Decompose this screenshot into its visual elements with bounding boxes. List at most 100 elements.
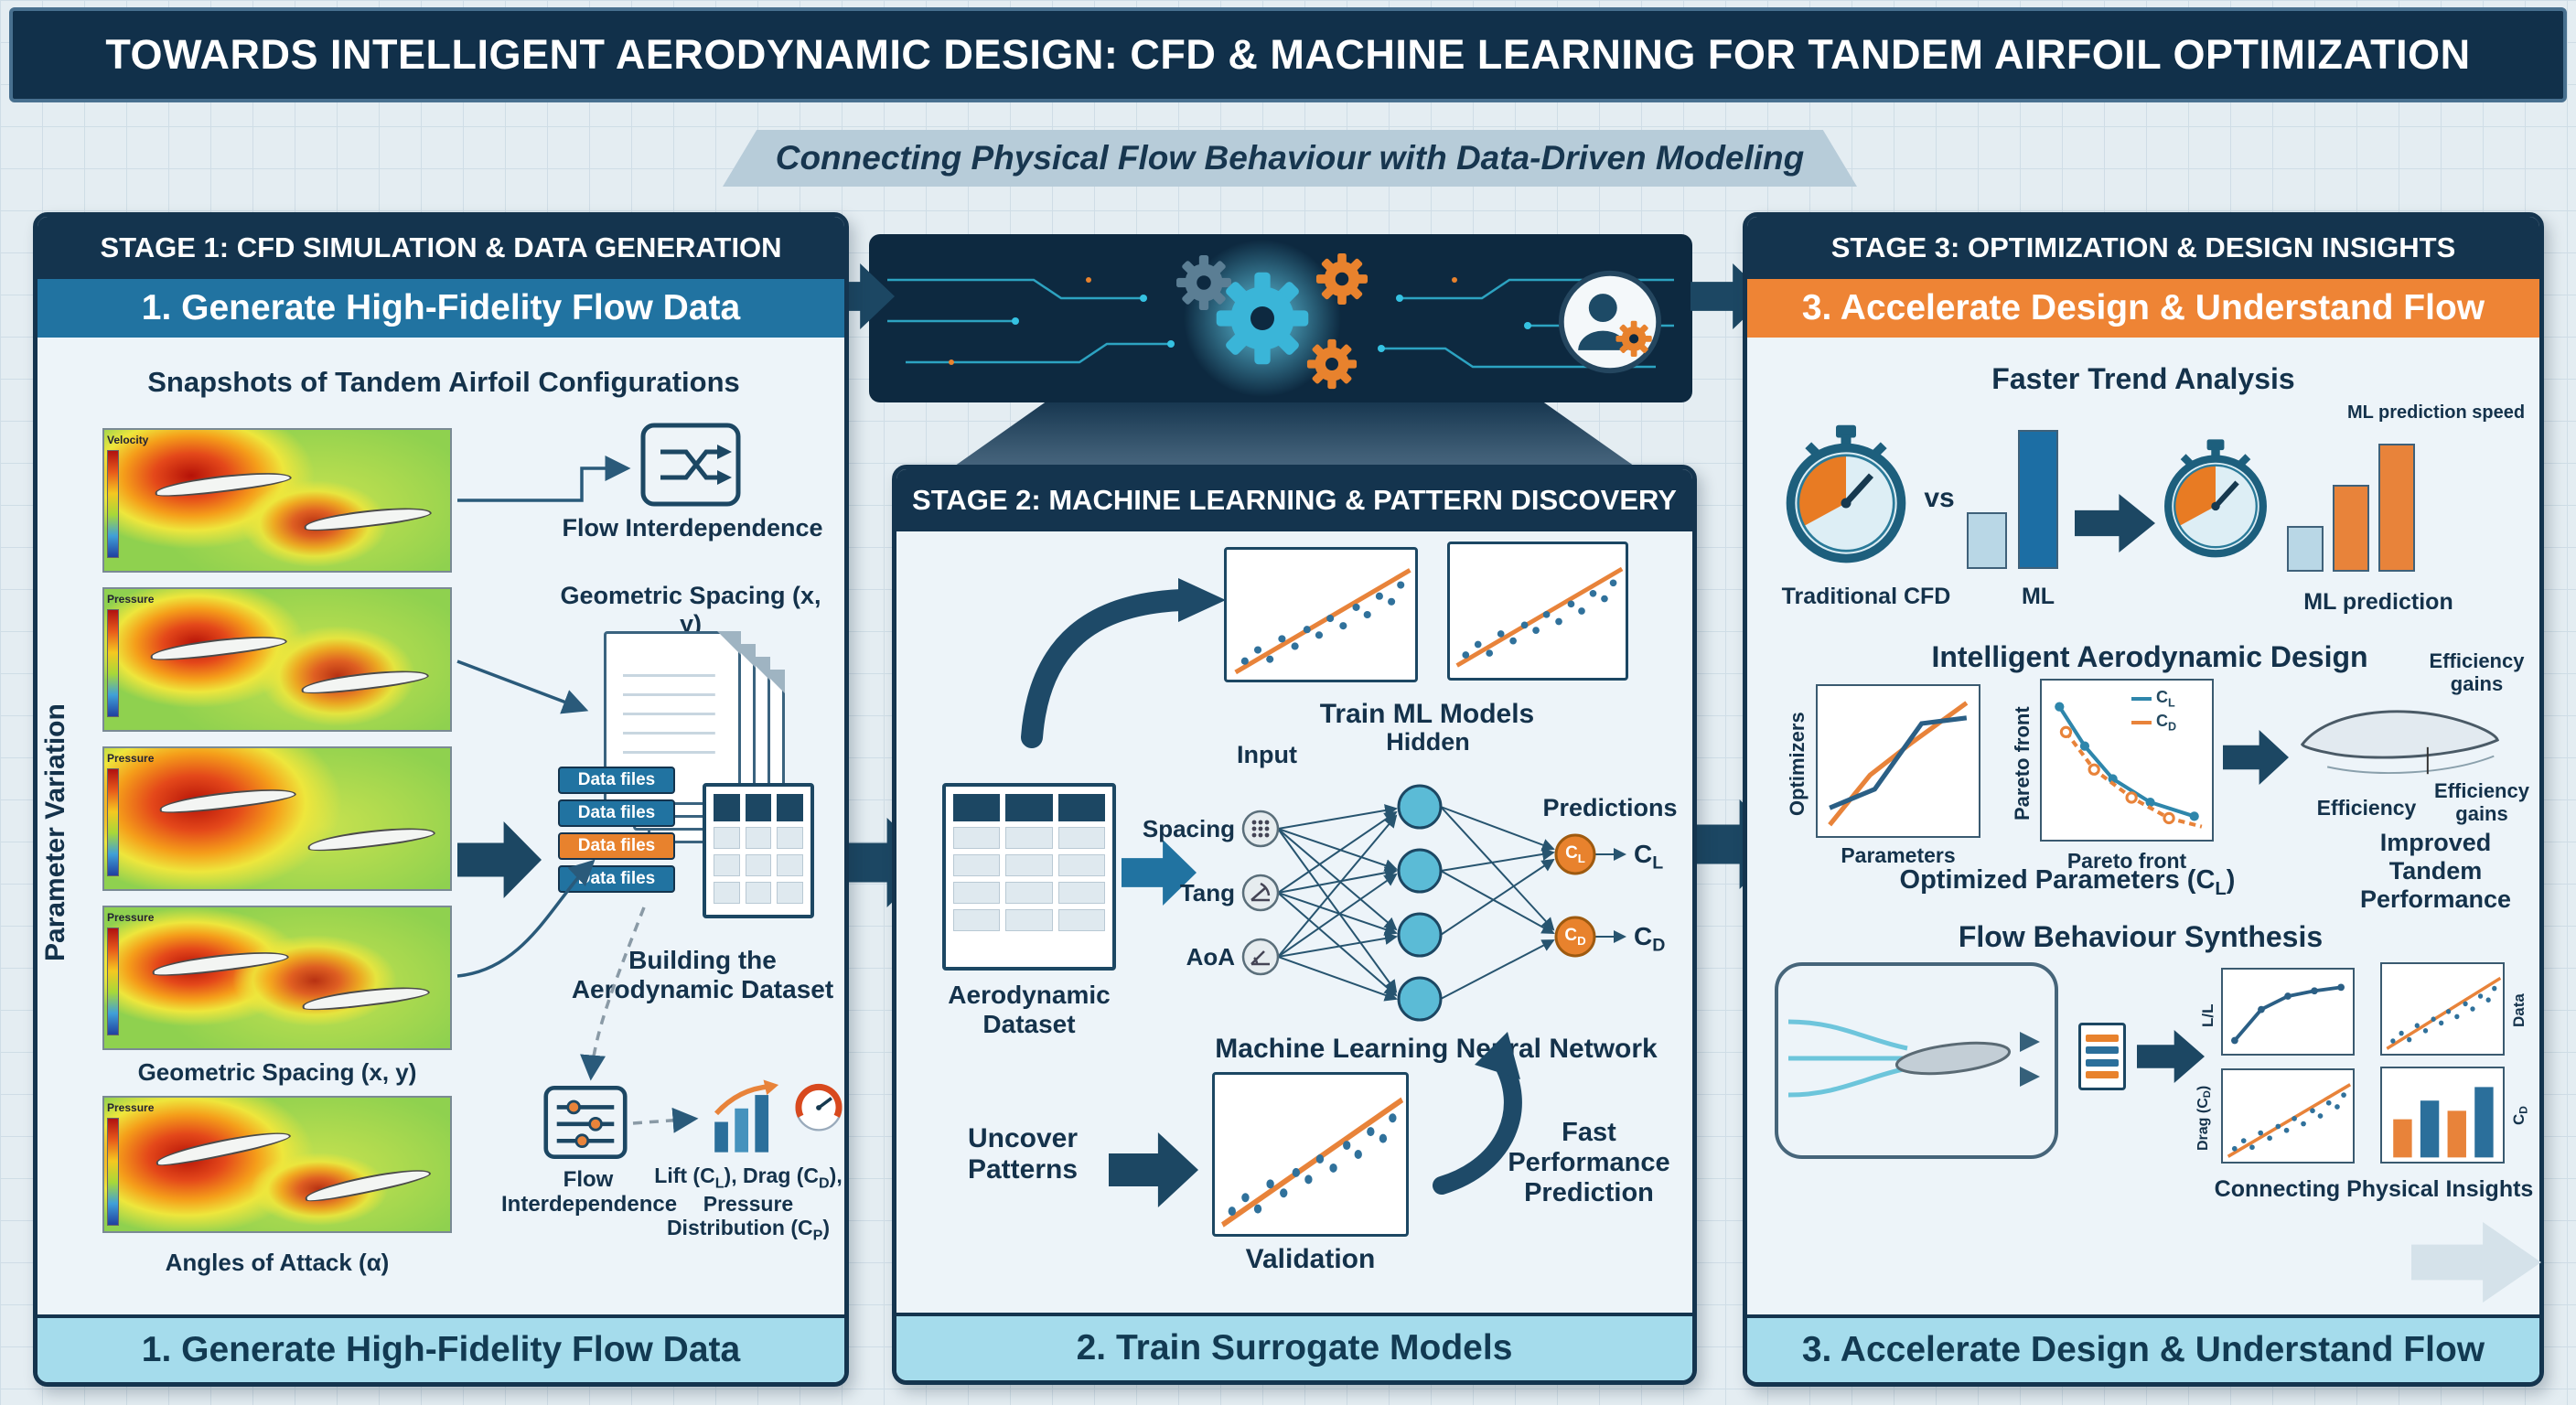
train-scatter-plot-2 xyxy=(1447,542,1628,681)
legend-cd: CD xyxy=(2131,712,2176,734)
flow-interdependence-label: Flow Interdependence xyxy=(562,514,823,542)
data-list-icon xyxy=(2078,1023,2126,1090)
validation-scatter-plot xyxy=(1212,1072,1409,1237)
mini-bar-chart xyxy=(2382,1068,2503,1162)
cfd-time-bar-small xyxy=(1967,512,2007,569)
building-dataset-label: Building the Aerodynamic Dataset xyxy=(571,946,834,1003)
table-column xyxy=(714,794,740,907)
efficiency-axis-label: Efficiency xyxy=(2316,796,2417,820)
ml-label: ML xyxy=(2021,584,2055,609)
page-title: TOWARDS INTELLIGENT AERODYNAMIC DESIGN: … xyxy=(105,31,2471,78)
connecting-insights-label: Connecting Physical Insights xyxy=(2214,1176,2534,1202)
cfd-snapshot-pressure-2: Pressure xyxy=(102,746,452,891)
aerodynamic-dataset-label: Aerodynamic Dataset xyxy=(948,981,1111,1038)
table-column xyxy=(953,794,1001,960)
flow-streamlines xyxy=(1787,1019,2040,1098)
cfd-hot-region xyxy=(232,935,397,1026)
uncover-patterns-label: Uncover Patterns xyxy=(967,1123,1079,1185)
pareto-chart xyxy=(2042,681,2212,840)
colorbar-label: Pressure xyxy=(107,752,155,765)
colorbar-label: Pressure xyxy=(107,911,155,924)
mini-scatter-chart xyxy=(2382,964,2503,1054)
nn-input-tang: Tang xyxy=(1179,879,1235,906)
traditional-cfd-label: Traditional CFD xyxy=(1781,584,1951,609)
geometric-spacing-caption: Geometric Spacing (x, y) xyxy=(137,1058,417,1086)
ml-bar-1 xyxy=(2287,526,2324,572)
scatter-chart xyxy=(1450,544,1626,678)
stage1-footer: 1. Generate High-Fidelity Flow Data xyxy=(38,1314,844,1382)
ml-gears-band xyxy=(869,234,1692,402)
title-banner: TOWARDS INTELLIGENT AERODYNAMIC DESIGN: … xyxy=(9,7,2567,102)
aerodynamic-dataset-icon xyxy=(942,783,1116,971)
mini-cd-bars-chart xyxy=(2380,1067,2505,1164)
flow-synthesis-title: Flow Behaviour Synthesis xyxy=(1958,920,2324,953)
optimizer-convergence-chart xyxy=(1816,684,1980,838)
nn-caption: Machine Learning Neural Network xyxy=(1215,1034,1658,1064)
colorbar xyxy=(107,450,119,558)
fast-prediction-label: Fast Performance Prediction xyxy=(1508,1118,1670,1208)
mini-data-chart xyxy=(2380,962,2505,1056)
nn-output-node-cl: CL xyxy=(1565,843,1585,865)
optimized-airfoil-graphic xyxy=(2292,695,2506,785)
faster-trend-title: Faster Trend Analysis xyxy=(1991,362,2295,395)
legend-cl-label: CL xyxy=(2156,688,2175,710)
subtitle-band: Connecting Physical Flow Behaviour with … xyxy=(723,130,1857,187)
nn-output-label-cd: CD xyxy=(1634,922,1666,956)
pressure-gauge-icon xyxy=(795,1084,843,1132)
nn-input-label: Input xyxy=(1237,741,1297,768)
scatter-chart xyxy=(1227,550,1415,680)
aoa-caption: Angles of Attack (α) xyxy=(165,1249,390,1276)
cfd-time-bar-tall xyxy=(2018,430,2058,569)
cfd-snapshot-pressure-1: Pressure xyxy=(102,587,452,732)
stopwatch-icon-cfd xyxy=(1782,423,1910,563)
ml-bar-2 xyxy=(2333,485,2369,572)
ml-prediction-speed-note: ML prediction speed xyxy=(2346,402,2526,423)
colorbar xyxy=(107,928,119,1035)
cfd-hot-region xyxy=(104,748,342,889)
train-ml-models-label: Train ML Models xyxy=(1319,699,1535,729)
stopwatch-icon-ml xyxy=(2161,437,2270,558)
flow-interdependence-bottom-label: Flow Interdependence xyxy=(501,1167,678,1217)
page-subtitle: Connecting Physical Flow Behaviour with … xyxy=(775,139,1805,177)
stage1-snapshots-title: Snapshots of Tandem Airfoil Configuratio… xyxy=(147,366,740,398)
parameter-variation-axis: Parameter Variation xyxy=(40,703,70,961)
ml-prediction-label: ML prediction xyxy=(2303,589,2453,615)
nn-output-node-cd: CD xyxy=(1564,926,1586,948)
efficiency-gains-right-label: Efficiency gains xyxy=(2434,779,2529,826)
geometric-spacing-label: Geometric Spacing (x, y) xyxy=(560,582,821,638)
mini-line-chart xyxy=(2223,970,2353,1054)
optimizers-axis: Optimizers xyxy=(1786,712,1809,816)
stage3-banner: 3. Accelerate Design & Understand Flow xyxy=(1747,279,2539,338)
efficiency-gains-top-label: Efficiency gains xyxy=(2429,649,2525,696)
mini-cd-axis: CD xyxy=(2510,1106,2530,1126)
colorbar xyxy=(107,609,119,717)
vs-label: vs xyxy=(1924,483,1955,513)
pareto-caption: Pareto front xyxy=(2066,849,2187,873)
data-file-tab: Data files xyxy=(558,767,675,794)
legend-cl: CL xyxy=(2131,688,2175,710)
cfd-snapshot-velocity: Velocity xyxy=(102,428,452,573)
improved-performance-label: Improved Tandem Performance xyxy=(2359,829,2512,913)
table-column xyxy=(1005,794,1053,960)
table-column xyxy=(745,794,772,907)
data-file-tab: Data files xyxy=(558,799,675,827)
pareto-front-chart xyxy=(2040,679,2214,842)
legend-cd-label: CD xyxy=(2156,712,2177,734)
table-column xyxy=(777,794,804,907)
mini-data-axis: Data xyxy=(2510,993,2528,1028)
flow-interdependence-icon xyxy=(640,423,741,507)
line-chart xyxy=(1818,686,1979,836)
colorbar-label: Pressure xyxy=(107,1101,155,1114)
nn-input-spacing: Spacing xyxy=(1142,815,1235,842)
lift-drag-chart-icon xyxy=(714,1079,779,1153)
validation-label: Validation xyxy=(1245,1244,1376,1274)
colorbar-label: Velocity xyxy=(107,434,149,446)
funnel-graphic xyxy=(951,401,1637,468)
human-in-loop-icon xyxy=(1558,270,1662,374)
mini-drag-axis: Drag (CD) xyxy=(2195,1085,2214,1151)
flow-sliders-icon xyxy=(543,1085,628,1160)
data-files-stack: Data files Data files Data files Data fi… xyxy=(558,631,842,906)
cfd-snapshot-pressure-3: Pressure xyxy=(102,906,452,1050)
nn-predictions-label: Predictions xyxy=(1542,794,1678,821)
